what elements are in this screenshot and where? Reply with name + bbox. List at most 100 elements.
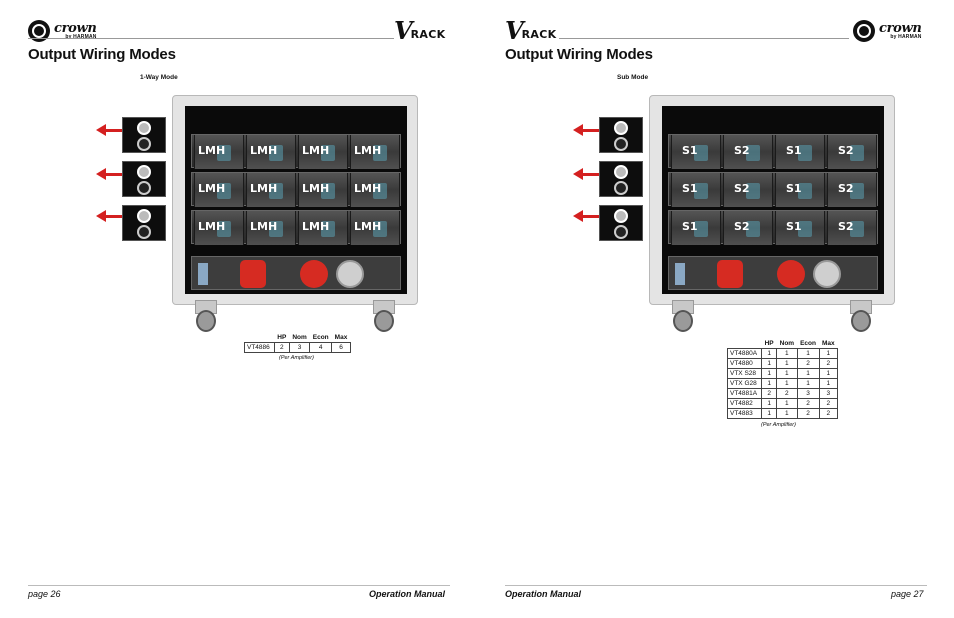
amp-label: S1 xyxy=(786,182,802,195)
amplifier-1: S1 S2 S1 S2 xyxy=(668,134,878,169)
amp-count-table: HP Nom Econ Max VT4880A 1 1 1 1 VT4880 1… xyxy=(726,339,839,419)
vrack-logo: V RACK xyxy=(505,16,557,45)
speakon-panel-3 xyxy=(122,205,166,241)
amp-label: LMH xyxy=(354,220,382,233)
column-header: Nom xyxy=(779,340,795,347)
table-cell: 2 xyxy=(776,388,798,399)
table-cell: 1 xyxy=(776,358,798,369)
power-panel xyxy=(668,256,878,290)
column-header: Max xyxy=(822,340,835,347)
amp-count-table: HP Nom Econ Max VT4886 2 3 4 6 xyxy=(244,333,351,353)
breaker-icon xyxy=(198,263,208,285)
table-row: VT4881A 2 2 3 3 xyxy=(726,388,839,399)
table-cell: 2 xyxy=(761,388,778,399)
per-amplifier-note: (Per Amplifier) xyxy=(761,422,796,428)
table-cell: 1 xyxy=(796,368,820,379)
table-cell: 1 xyxy=(818,348,839,359)
caster-wheel-icon xyxy=(846,300,876,334)
caster-wheel-icon xyxy=(668,300,698,334)
table-cell: 1 xyxy=(761,378,778,389)
column-header: Econ xyxy=(800,340,816,347)
right-page: V RACK crown by HARMAN Output Wiring Mod… xyxy=(477,0,954,618)
table-cell: VT4880A xyxy=(726,348,763,359)
table-cell: VTX G28 xyxy=(726,378,763,389)
speakon-panel-1 xyxy=(599,117,643,153)
table-cell: 1 xyxy=(761,398,778,409)
column-header xyxy=(245,333,275,343)
caster-wheel-icon xyxy=(369,300,399,334)
table-cell: 2 xyxy=(796,358,820,369)
table-row: VTX S28 1 1 1 1 xyxy=(726,368,839,379)
table-cell: 1 xyxy=(776,348,798,359)
table-cell: 1 xyxy=(776,368,798,379)
speakon-panel-1 xyxy=(122,117,166,153)
vrack-word: RACK xyxy=(521,28,557,41)
amp-label: LMH xyxy=(302,144,330,157)
amp-label: S2 xyxy=(734,182,750,195)
amp-label: S2 xyxy=(734,220,750,233)
column-header: Econ xyxy=(312,334,329,341)
amp-label: LMH xyxy=(302,182,330,195)
vrack-v: V xyxy=(505,16,524,45)
table-row: VT4886 2 3 4 6 xyxy=(244,342,351,353)
power-connector-icon xyxy=(300,260,328,288)
table-cell: 1 xyxy=(818,378,839,389)
column-header: HP xyxy=(277,334,287,341)
table-cell: 4 xyxy=(309,342,333,353)
column-header: HP xyxy=(764,340,774,347)
footer-manual: Operation Manual xyxy=(505,589,582,599)
rack-diagram: LMH LMH LMH LMH LMH LMH LMH LMH LMH LMH … xyxy=(172,95,418,332)
table-cell: 1 xyxy=(776,378,798,389)
crown-logo: crown by HARMAN xyxy=(28,20,97,42)
table-cell: 1 xyxy=(776,398,798,409)
table-row: VTX G28 1 1 1 1 xyxy=(726,378,839,389)
mode-label: 1-Way Mode xyxy=(140,74,178,81)
table-cell: 1 xyxy=(818,368,839,379)
table-cell: 1 xyxy=(796,378,820,389)
crown-badge-icon xyxy=(853,20,875,42)
footer-rule xyxy=(505,585,927,586)
amplifier-1: LMH LMH LMH LMH xyxy=(191,134,401,169)
amp-label: LMH xyxy=(302,220,330,233)
table-cell: VT4883 xyxy=(726,408,763,419)
table-cell: VT4881A xyxy=(726,388,763,399)
crown-badge-icon xyxy=(28,20,50,42)
amp-label: S1 xyxy=(786,220,802,233)
table-cell: VT4882 xyxy=(726,398,763,409)
breaker-icon xyxy=(675,263,685,285)
table-row: VT4880A 1 1 1 1 xyxy=(726,348,839,359)
amp-label: LMH xyxy=(198,144,226,157)
table-cell: 2 xyxy=(818,408,839,419)
table-cell: 2 xyxy=(818,358,839,369)
amp-label: LMH xyxy=(354,182,382,195)
footer-manual: Operation Manual xyxy=(369,589,446,599)
crown-wordmark: crown xyxy=(879,21,922,36)
page-number: page 27 xyxy=(891,589,924,599)
amp-label: S2 xyxy=(838,220,854,233)
table-cell: 3 xyxy=(288,342,311,353)
power-panel xyxy=(191,256,401,290)
amp-label: S1 xyxy=(682,144,698,157)
table-cell: 2 xyxy=(273,342,290,353)
crown-logo: crown by HARMAN xyxy=(853,20,922,42)
table-cell: 6 xyxy=(331,342,351,353)
vrack-v: V xyxy=(394,16,413,45)
column-header: Nom xyxy=(292,334,307,341)
caster-wheel-icon xyxy=(191,300,221,334)
amp-label: LMH xyxy=(250,144,278,157)
speakon-panel-2 xyxy=(599,161,643,197)
table-cell: 3 xyxy=(796,388,820,399)
table-cell: 1 xyxy=(761,358,778,369)
table-cell: VTX S28 xyxy=(726,368,763,379)
crown-subtext: by HARMAN xyxy=(65,34,97,40)
rack-diagram: S1 S2 S1 S2 S1 S2 S1 S2 S1 S2 S1 S2 xyxy=(649,95,895,332)
table-cell: 1 xyxy=(796,348,820,359)
amplifier-3: S1 S2 S1 S2 xyxy=(668,210,878,245)
speakon-panel-2 xyxy=(122,161,166,197)
page-title: Output Wiring Modes xyxy=(28,46,176,63)
amp-label: S2 xyxy=(838,144,854,157)
table-cell: VT4886 xyxy=(244,342,275,353)
mode-label: Sub Mode xyxy=(617,74,649,81)
column-header: Max xyxy=(334,334,348,341)
power-outlet-icon xyxy=(336,260,364,288)
